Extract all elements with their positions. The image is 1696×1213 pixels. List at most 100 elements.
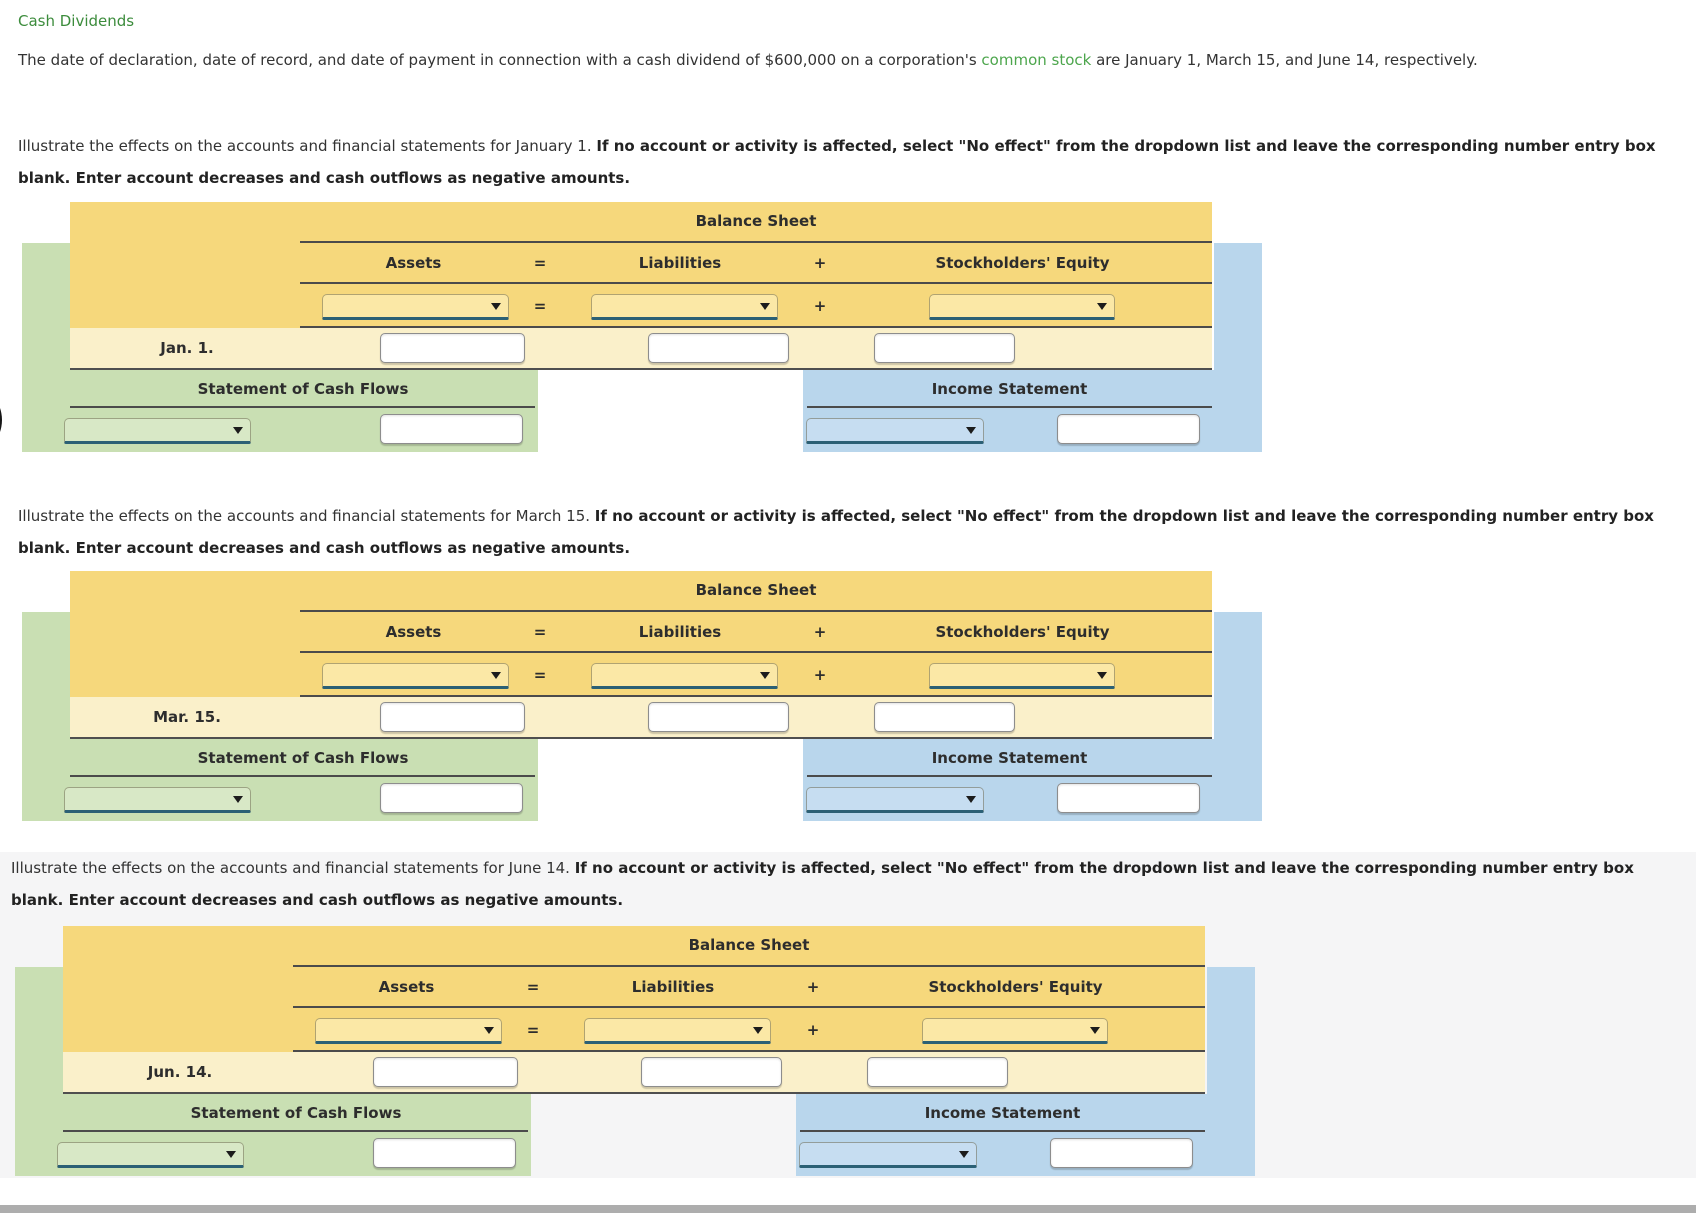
equals-sign: = bbox=[526, 978, 540, 996]
section-march-15: Illustrate the effects on the accounts a… bbox=[0, 500, 1696, 821]
assets-amount-input[interactable] bbox=[380, 333, 525, 363]
income-statement-header: Income Statement bbox=[931, 380, 1088, 398]
divider-line bbox=[70, 368, 1212, 370]
divider-line bbox=[300, 282, 1212, 284]
liabilities-account-dropdown[interactable] bbox=[584, 1018, 771, 1044]
divider-line bbox=[63, 1092, 1205, 1094]
equity-account-dropdown[interactable] bbox=[922, 1018, 1108, 1044]
dropdown-arrow-icon bbox=[491, 672, 501, 679]
assets-account-dropdown[interactable] bbox=[315, 1018, 502, 1044]
plus-sign: + bbox=[806, 978, 820, 996]
dropdown-arrow-icon bbox=[760, 672, 770, 679]
assets-header: Assets bbox=[385, 254, 442, 272]
stockholders-equity-header: Stockholders' Equity bbox=[935, 254, 1110, 272]
dropdown-arrow-icon bbox=[1090, 1027, 1100, 1034]
equity-account-dropdown[interactable] bbox=[929, 663, 1115, 689]
date-row bbox=[70, 697, 1212, 737]
liabilities-amount-input[interactable] bbox=[641, 1057, 782, 1087]
dropdown-arrow-icon bbox=[966, 427, 976, 434]
instructions-normal-text: Illustrate the effects on the accounts a… bbox=[11, 859, 575, 877]
liabilities-amount-input[interactable] bbox=[648, 333, 789, 363]
equity-amount-input[interactable] bbox=[874, 702, 1015, 732]
liabilities-amount-input[interactable] bbox=[648, 702, 789, 732]
dropdown-arrow-icon bbox=[753, 1027, 763, 1034]
cash-flow-amount-input[interactable] bbox=[380, 414, 523, 444]
income-statement-amount-input[interactable] bbox=[1057, 783, 1200, 813]
divider-line bbox=[293, 1006, 1205, 1008]
equity-amount-input[interactable] bbox=[867, 1057, 1008, 1087]
income-statement-account-dropdown[interactable] bbox=[806, 787, 984, 813]
instructions-paragraph: Illustrate the effects on the accounts a… bbox=[18, 130, 1666, 194]
divider-line bbox=[300, 651, 1212, 653]
divider-line bbox=[800, 1130, 1205, 1132]
instructions-paragraph: Illustrate the effects on the accounts a… bbox=[11, 852, 1651, 916]
bottom-scrollbar-track[interactable] bbox=[0, 1205, 1696, 1213]
equity-account-dropdown[interactable] bbox=[929, 294, 1115, 320]
income-statement-amount-input[interactable] bbox=[1057, 414, 1200, 444]
liabilities-account-dropdown[interactable] bbox=[591, 294, 778, 320]
assets-amount-input[interactable] bbox=[373, 1057, 518, 1087]
dropdown-arrow-icon bbox=[491, 303, 501, 310]
equity-amount-input[interactable] bbox=[874, 333, 1015, 363]
cash-flow-activity-dropdown[interactable] bbox=[64, 787, 251, 813]
dropdown-arrow-icon bbox=[966, 796, 976, 803]
income-statement-amount-input[interactable] bbox=[1050, 1138, 1193, 1168]
problem-statement: The date of declaration, date of record,… bbox=[18, 48, 1678, 72]
assets-amount-input[interactable] bbox=[380, 702, 525, 732]
instructions-paragraph: Illustrate the effects on the accounts a… bbox=[18, 500, 1666, 564]
plus-sign: + bbox=[813, 666, 827, 684]
cash-flow-activity-dropdown[interactable] bbox=[57, 1142, 244, 1168]
instructions-bold-text: If no account or activity is affected, s… bbox=[18, 507, 1654, 557]
financial-effects-table: Balance Sheet Assets = Liabilities + Sto… bbox=[22, 571, 1262, 821]
cash-flows-header: Statement of Cash Flows bbox=[190, 1104, 402, 1122]
income-statement-account-dropdown[interactable] bbox=[806, 418, 984, 444]
dropdown-arrow-icon bbox=[484, 1027, 494, 1034]
instructions-normal-text: Illustrate the effects on the accounts a… bbox=[18, 137, 597, 155]
assets-header: Assets bbox=[378, 978, 435, 996]
liabilities-header: Liabilities bbox=[638, 254, 722, 272]
date-label: Mar. 15. bbox=[153, 708, 221, 726]
dropdown-arrow-icon bbox=[1097, 672, 1107, 679]
dropdown-arrow-icon bbox=[233, 796, 243, 803]
cash-flow-amount-input[interactable] bbox=[373, 1138, 516, 1168]
cash-flows-header: Statement of Cash Flows bbox=[197, 749, 409, 767]
equals-sign: = bbox=[533, 666, 547, 684]
divider-line bbox=[70, 775, 535, 777]
common-stock-link[interactable]: common stock bbox=[981, 51, 1092, 69]
section-june-14: Illustrate the effects on the accounts a… bbox=[0, 852, 1696, 1176]
intro-text-before-link: The date of declaration, date of record,… bbox=[18, 51, 982, 69]
cash-flow-amount-input[interactable] bbox=[380, 783, 523, 813]
divider-line bbox=[70, 737, 1212, 739]
balance-sheet-column-headers: Assets = Liabilities + Stockholders' Equ… bbox=[300, 612, 1212, 653]
liabilities-account-dropdown[interactable] bbox=[591, 663, 778, 689]
liabilities-header: Liabilities bbox=[631, 978, 715, 996]
balance-sheet-header: Balance Sheet bbox=[695, 581, 817, 599]
financial-effects-table: Balance Sheet Assets = Liabilities + Sto… bbox=[15, 926, 1255, 1176]
stockholders-equity-header: Stockholders' Equity bbox=[928, 978, 1103, 996]
instructions-bold-text: If no account or activity is affected, s… bbox=[11, 859, 1634, 909]
date-label: Jan. 1. bbox=[160, 339, 214, 357]
assets-header: Assets bbox=[385, 623, 442, 641]
income-statement-header: Income Statement bbox=[931, 749, 1088, 767]
equals-sign: = bbox=[533, 254, 547, 272]
divider-line bbox=[807, 406, 1212, 408]
cash-flow-activity-dropdown[interactable] bbox=[64, 418, 251, 444]
dropdown-arrow-icon bbox=[226, 1151, 236, 1158]
divider-line bbox=[70, 406, 535, 408]
plus-sign: + bbox=[806, 1021, 820, 1039]
divider-line bbox=[300, 695, 1212, 697]
date-row bbox=[63, 1052, 1205, 1092]
assets-account-dropdown[interactable] bbox=[322, 663, 509, 689]
plus-sign: + bbox=[813, 623, 827, 641]
dropdown-arrow-icon bbox=[233, 427, 243, 434]
plus-sign: + bbox=[813, 254, 827, 272]
section-january-1: Illustrate the effects on the accounts a… bbox=[0, 130, 1696, 452]
income-statement-account-dropdown[interactable] bbox=[799, 1142, 977, 1168]
dropdown-arrow-icon bbox=[1097, 303, 1107, 310]
assets-account-dropdown[interactable] bbox=[322, 294, 509, 320]
dropdown-arrow-icon bbox=[959, 1151, 969, 1158]
divider-line bbox=[300, 326, 1212, 328]
income-statement-header: Income Statement bbox=[924, 1104, 1081, 1122]
equals-sign: = bbox=[533, 623, 547, 641]
section-june-14-panel: Illustrate the effects on the accounts a… bbox=[0, 852, 1696, 1178]
